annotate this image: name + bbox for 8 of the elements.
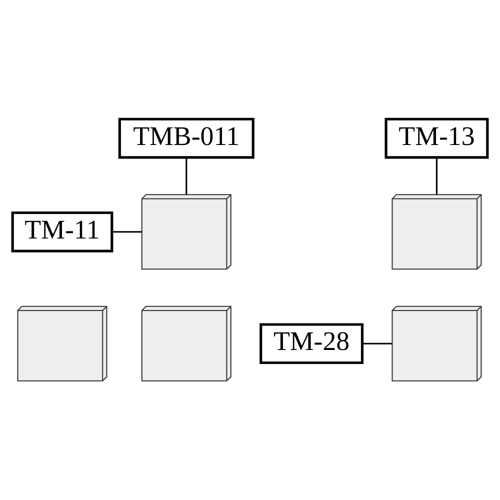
node-box: TM-11 bbox=[11, 211, 114, 252]
node-box: TMB-011 bbox=[118, 118, 254, 159]
node-box: TM-28 bbox=[260, 323, 364, 364]
connector bbox=[112, 231, 142, 233]
connector bbox=[186, 158, 188, 195]
connector bbox=[436, 158, 438, 195]
node-box: TM-13 bbox=[384, 118, 489, 159]
connector bbox=[362, 342, 392, 344]
